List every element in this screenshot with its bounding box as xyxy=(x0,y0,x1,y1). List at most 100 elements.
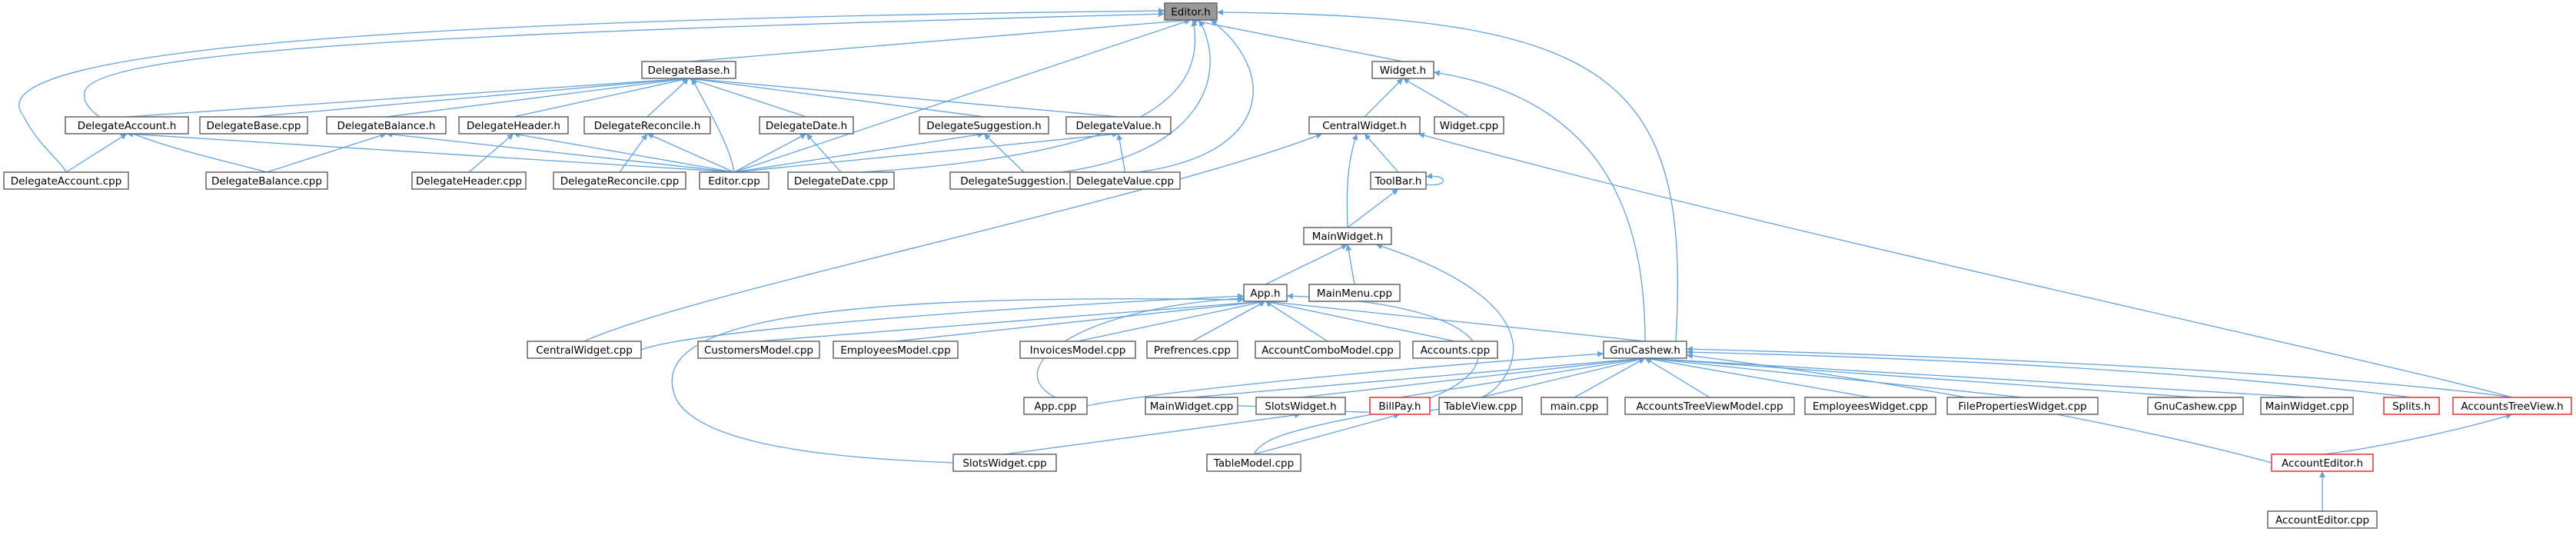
node-delegatedate-cpp[interactable]: DelegateDate.cpp xyxy=(787,171,895,190)
node-mainwidget-cpp-2[interactable]: MainWidget.cpp xyxy=(2260,397,2354,415)
edge-gnucashew_h-to-mainwidget_cpp_2 xyxy=(1644,355,2308,398)
edge-delegatesuggestion_h-to-editor_cpp xyxy=(733,131,985,173)
node-accounteditor-cpp[interactable]: AccountEditor.cpp xyxy=(2267,510,2378,529)
node-label: MainWidget.cpp xyxy=(2265,400,2349,413)
edge-app_h-to-invoicesmodel_cpp xyxy=(1077,299,1266,342)
edge-delegatevalue_h-to-delegatevalue_cpp xyxy=(1116,133,1126,173)
node-delegateheader-cpp[interactable]: DelegateHeader.cpp xyxy=(411,171,527,190)
edge-gnucashew_h-to-mainwidget_cpp_1 xyxy=(1191,355,1646,398)
edge-widget_h-to-centralwidget_h xyxy=(1364,78,1404,118)
edge-app_h-to-employeesmodel_cpp xyxy=(895,298,1266,342)
node-box xyxy=(1145,397,1238,415)
edge-toolbar_h-to-mainwidget_h xyxy=(1347,188,1399,228)
node-delegatevalue-h[interactable]: DelegateValue.h xyxy=(1065,116,1172,135)
node-app-h[interactable]: App.h xyxy=(1243,284,1288,302)
node-label: AccountEditor.cpp xyxy=(2275,514,2369,527)
node-box xyxy=(1434,116,1504,135)
node-toolbar-h[interactable]: ToolBar.h xyxy=(1370,171,1427,190)
node-label: TableView.cpp xyxy=(1444,400,1517,413)
node-employeesmodel-cpp[interactable]: EmployeesModel.cpp xyxy=(833,341,959,359)
node-splits-h[interactable]: Splits.h xyxy=(2383,397,2440,415)
edge-delegatebase_h-to-delegateheader_h xyxy=(513,76,690,118)
node-delegatereconcile-cpp[interactable]: DelegateReconcile.cpp xyxy=(553,171,686,190)
edge-mainwidget_h-to-app_h xyxy=(1265,244,1348,285)
node-tablemodel-cpp[interactable]: TableModel.cpp xyxy=(1206,454,1301,472)
edge-editor_h-to-delegateaccount_cpp xyxy=(18,8,1165,173)
node-box xyxy=(1255,341,1401,359)
node-delegatebase-cpp[interactable]: DelegateBase.cpp xyxy=(199,116,308,135)
node-delegatesuggestion-cpp[interactable]: DelegateSuggestion.cpp xyxy=(949,171,1099,190)
node-mainwidget-cpp-1[interactable]: MainWidget.cpp xyxy=(1145,397,1238,415)
node-accounteditor-h[interactable]: AccountEditor.h xyxy=(2271,454,2374,472)
node-box xyxy=(1164,2,1218,21)
node-app-cpp[interactable]: App.cpp xyxy=(1023,397,1088,415)
node-delegatereconcile-h[interactable]: DelegateReconcile.h xyxy=(583,116,711,135)
node-editor-cpp[interactable]: Editor.cpp xyxy=(699,171,769,190)
node-accounts-cpp[interactable]: Accounts.cpp xyxy=(1412,341,1498,359)
edge-app_h-to-prefrences_cpp xyxy=(1192,301,1266,342)
node-delegatebalance-cpp[interactable]: DelegateBalance.cpp xyxy=(205,171,328,190)
node-box xyxy=(553,171,686,190)
edge-app_h-to-customersmodel_cpp xyxy=(758,298,1266,342)
edge-toolbar_h-to-toolbar_h xyxy=(1425,172,1444,186)
node-delegatesuggestion-h[interactable]: DelegateSuggestion.h xyxy=(919,116,1049,135)
node-customersmodel-cpp[interactable]: CustomersModel.cpp xyxy=(697,341,820,359)
node-label: DelegateHeader.h xyxy=(467,120,560,132)
node-main-cpp[interactable]: main.cpp xyxy=(1541,397,1608,415)
node-box xyxy=(583,116,711,135)
node-label: DelegateSuggestion.h xyxy=(926,120,1042,132)
node-widget-h[interactable]: Widget.h xyxy=(1371,61,1434,79)
node-centralwidget-cpp[interactable]: CentralWidget.cpp xyxy=(527,341,642,359)
node-tableview-cpp[interactable]: TableView.cpp xyxy=(1438,397,1523,415)
edge-mainwidget_h-to-mainwidget_cpp_1 xyxy=(1237,243,1514,414)
node-billpay-h[interactable]: BillPay.h xyxy=(1369,397,1431,415)
node-prefrences-cpp[interactable]: Prefrences.cpp xyxy=(1146,341,1238,359)
node-box xyxy=(699,171,769,190)
node-box xyxy=(1603,341,1687,359)
node-gnucashew-cpp[interactable]: GnuCashew.cpp xyxy=(2147,397,2244,415)
node-accountcombomodel-cpp[interactable]: AccountComboModel.cpp xyxy=(1255,341,1401,359)
edge-gnucashew_h-to-gnucashew_cpp xyxy=(1644,355,2196,398)
node-slotswidget-cpp[interactable]: SlotsWidget.cpp xyxy=(952,454,1057,472)
node-label: Widget.cpp xyxy=(1440,120,1498,132)
node-box xyxy=(1023,397,1088,415)
node-delegatebase-h[interactable]: DelegateBase.h xyxy=(641,61,736,79)
node-invoicesmodel-cpp[interactable]: InvoicesModel.cpp xyxy=(1019,341,1136,359)
node-slotswidget-h[interactable]: SlotsWidget.h xyxy=(1255,397,1346,415)
node-box xyxy=(2260,397,2354,415)
node-label: Accounts.cpp xyxy=(1421,344,1490,357)
node-editor-h[interactable]: Editor.h xyxy=(1164,2,1218,21)
node-label: DelegateAccount.h xyxy=(78,120,177,132)
node-accountstreeviewmodel-cpp[interactable]: AccountsTreeViewModel.cpp xyxy=(1624,397,1795,415)
node-widget-cpp[interactable]: Widget.cpp xyxy=(1434,116,1504,135)
node-label: Widget.h xyxy=(1380,65,1426,77)
node-box xyxy=(1804,397,1936,415)
node-delegateheader-h[interactable]: DelegateHeader.h xyxy=(458,116,569,135)
edge-app_h-to-gnucashew_h xyxy=(1265,298,1646,342)
edge-delegatebase_h-to-delegatedate_h xyxy=(688,77,807,118)
node-label: Editor.cpp xyxy=(708,175,760,188)
node-delegatebalance-h[interactable]: DelegateBalance.h xyxy=(326,116,447,135)
node-label: DelegateHeader.cpp xyxy=(416,175,522,188)
node-mainmenu-cpp[interactable]: MainMenu.cpp xyxy=(1308,284,1401,302)
edge-centralwidget_h-to-centralwidget_cpp xyxy=(583,133,1323,342)
node-label: DelegateBalance.h xyxy=(337,120,436,132)
node-label: GnuCashew.cpp xyxy=(2154,400,2237,413)
node-delegateaccount-cpp[interactable]: DelegateAccount.cpp xyxy=(3,171,129,190)
node-accountstreeview-h[interactable]: AccountsTreeView.h xyxy=(2452,397,2572,415)
edge-gnucashew_h-to-employeeswidget_cpp xyxy=(1644,356,1871,398)
edge-delegatebase_h-to-delegatebalance_h xyxy=(386,76,690,118)
node-employeeswidget-cpp[interactable]: EmployeesWidget.cpp xyxy=(1804,397,1936,415)
node-centralwidget-h[interactable]: CentralWidget.h xyxy=(1308,116,1421,135)
node-label: main.cpp xyxy=(1551,400,1599,413)
edge-delegatebase_h-to-delegatereconcile_h xyxy=(646,78,690,118)
node-delegatevalue-cpp[interactable]: DelegateValue.cpp xyxy=(1069,171,1181,190)
node-mainwidget-h[interactable]: MainWidget.h xyxy=(1303,227,1392,245)
node-box xyxy=(697,341,820,359)
node-delegateaccount-h[interactable]: DelegateAccount.h xyxy=(65,116,189,135)
node-delegatedate-h[interactable]: DelegateDate.h xyxy=(759,116,854,135)
node-label: DelegateDate.cpp xyxy=(794,175,888,188)
node-gnucashew-h[interactable]: GnuCashew.h xyxy=(1603,341,1687,359)
node-filepropertieswidget-cpp[interactable]: FilePropertiesWidget.cpp xyxy=(1946,397,2099,415)
